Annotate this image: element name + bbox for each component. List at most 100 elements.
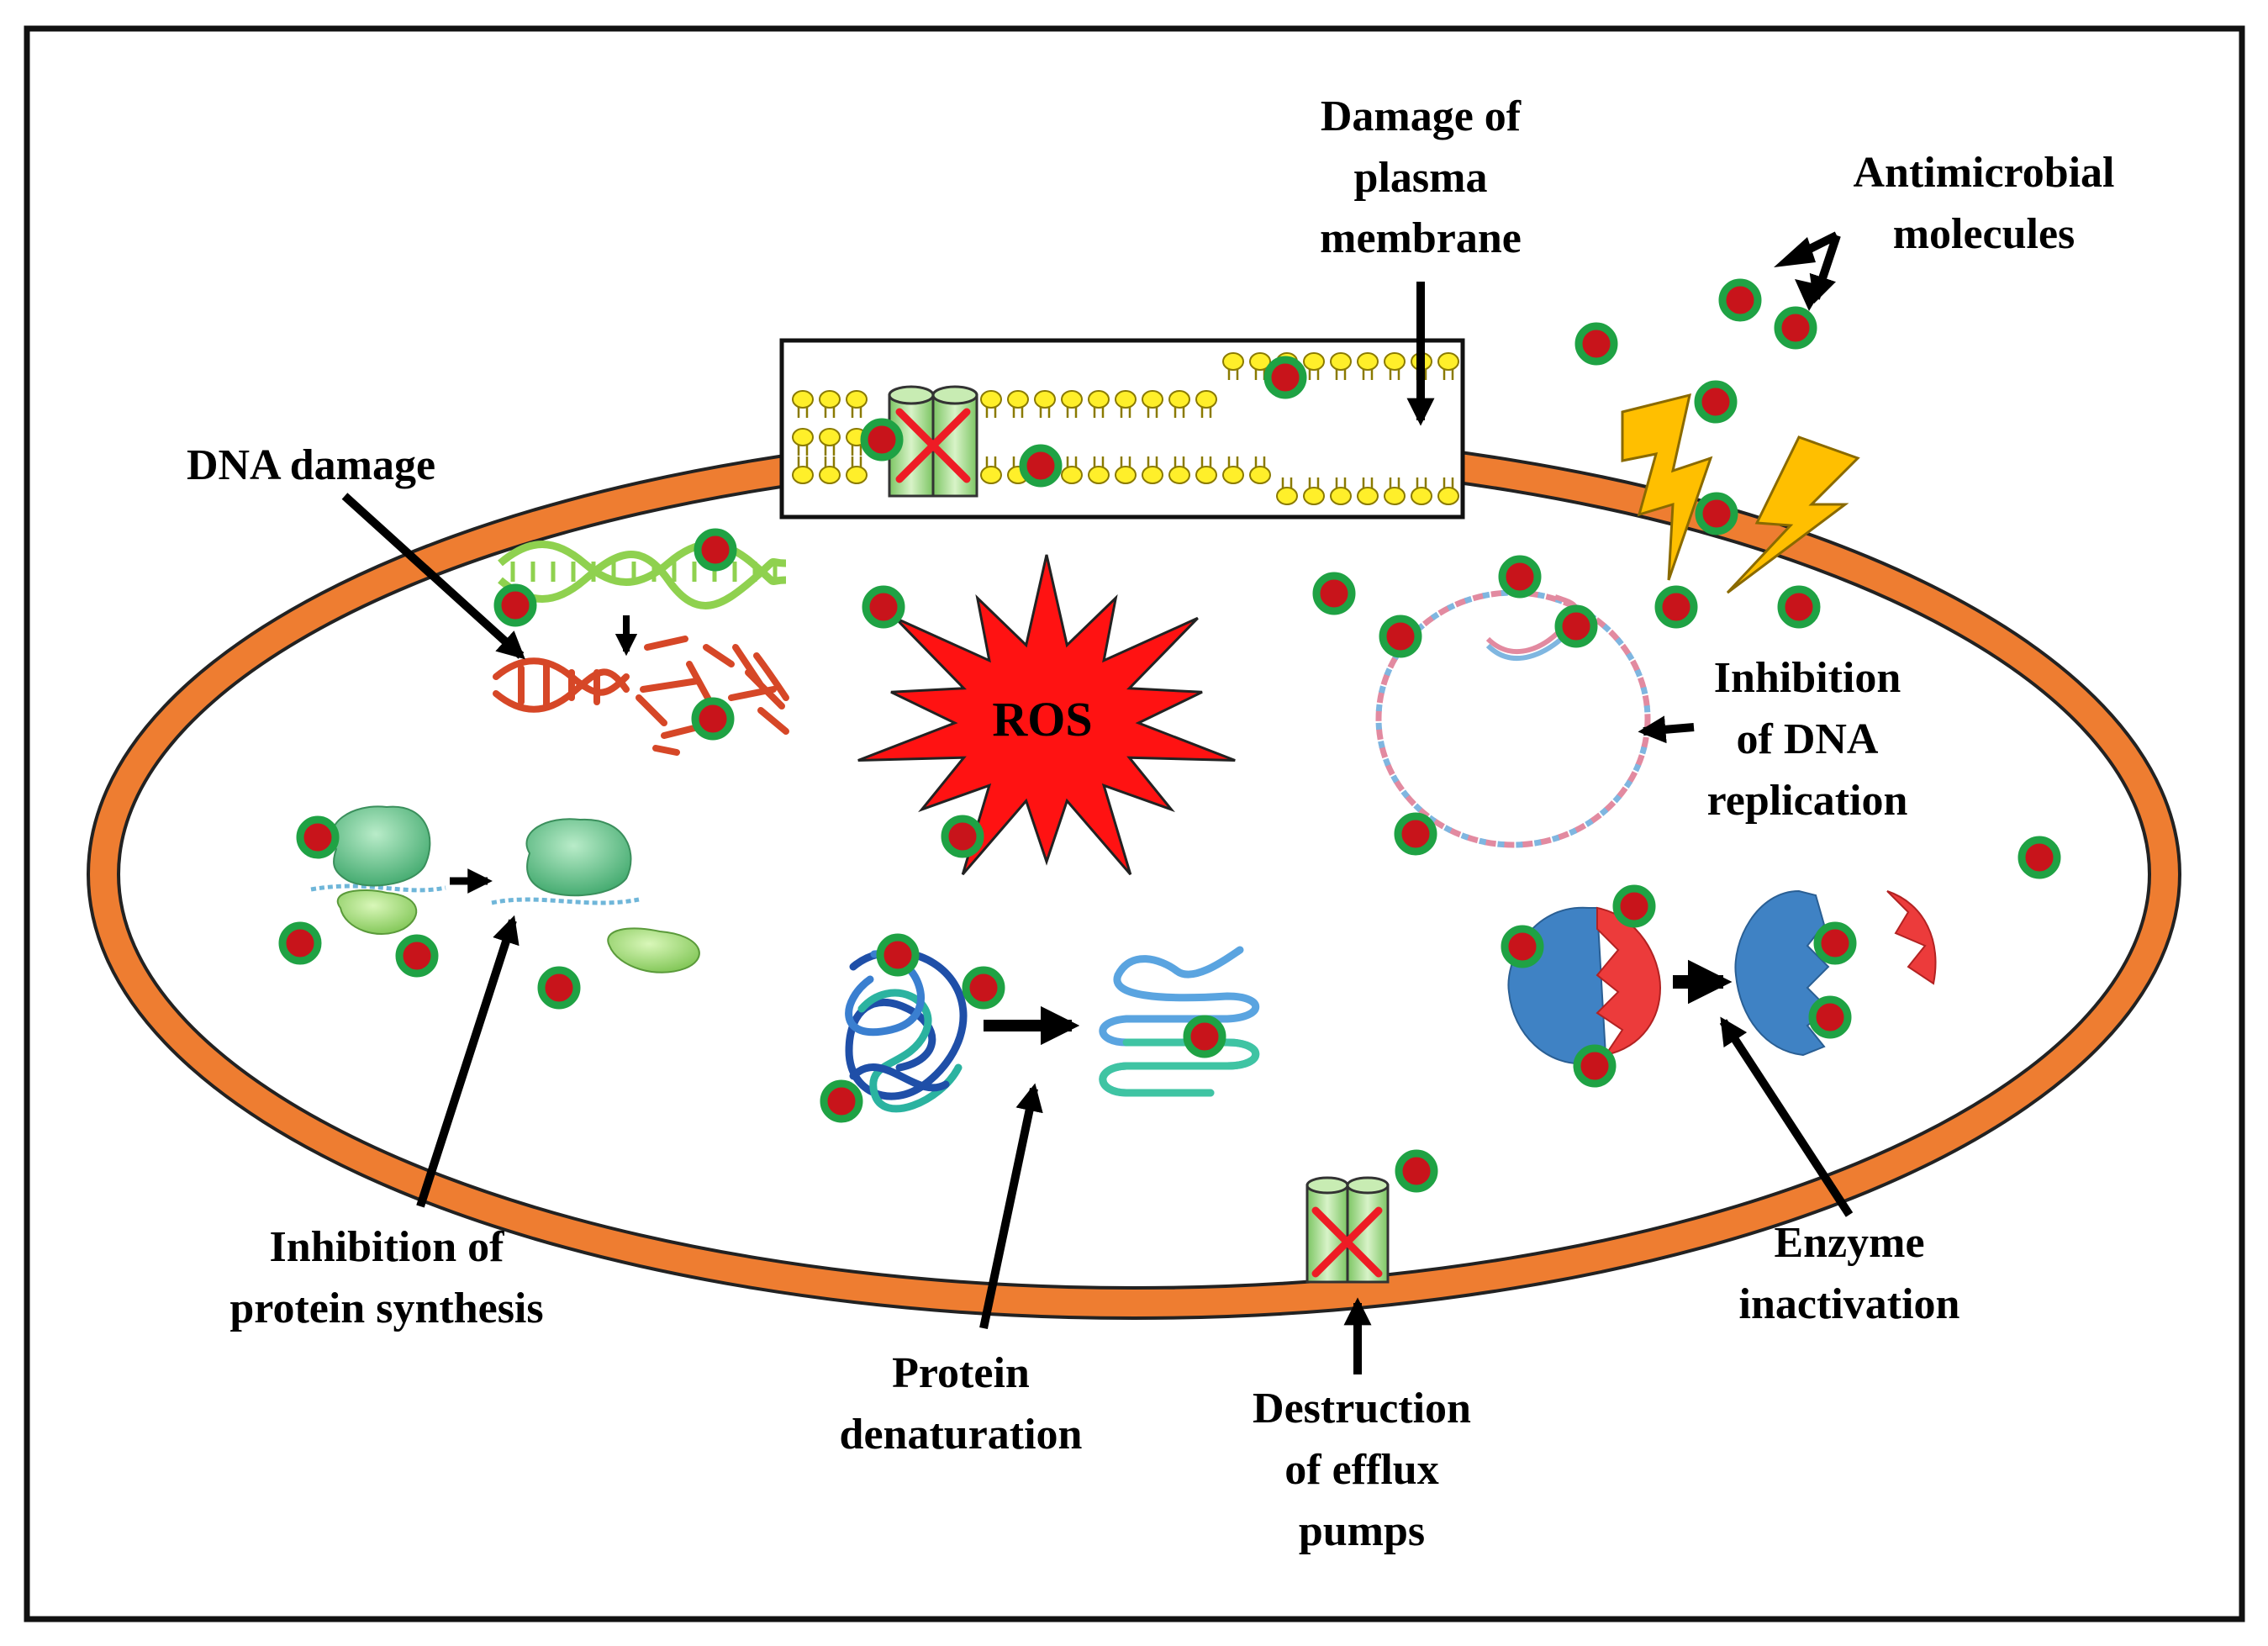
antimicrobial-particle — [1813, 921, 1857, 965]
lipid-head — [1249, 466, 1271, 484]
antimicrobial-particle — [691, 697, 735, 741]
lipid-head — [1115, 466, 1137, 484]
svg-text:molecules: molecules — [1893, 210, 2075, 258]
antimicrobial-particle — [820, 1079, 863, 1123]
lipid-head-row — [792, 352, 1459, 456]
svg-text:plasma: plasma — [1354, 154, 1488, 202]
lipid-head — [1142, 390, 1163, 409]
substrate-released — [1886, 890, 1937, 985]
lipid-head — [980, 466, 1002, 484]
lipid-head — [1437, 487, 1459, 505]
antimicrobial-particle — [1379, 615, 1422, 658]
lipid-head — [1303, 352, 1325, 371]
lipid-head — [792, 428, 814, 446]
lipid-head — [1195, 466, 1217, 484]
antimicrobial-particle — [1574, 322, 1618, 366]
lipid-head — [1357, 487, 1379, 505]
antimicrobial-particle — [1312, 572, 1356, 615]
lipid-head — [980, 390, 1002, 409]
lipid-head — [1330, 487, 1352, 505]
ribosome-dissociated — [491, 818, 700, 973]
lipid-head — [1249, 352, 1271, 371]
arrow-dna-replication — [1638, 715, 1695, 744]
lipid-head — [1384, 487, 1406, 505]
antimicrobial-particle — [296, 815, 340, 859]
antimicrobial-particle — [876, 933, 920, 977]
lipid-head — [1303, 487, 1325, 505]
lipid-head — [1330, 352, 1352, 371]
antimicrobial-particle — [860, 418, 904, 462]
svg-text:membrane: membrane — [1320, 214, 1522, 262]
lipid-head — [846, 466, 868, 484]
lipid-head — [846, 390, 868, 409]
antimicrobial-particle — [1394, 812, 1437, 856]
efflux-pump — [1305, 1176, 1390, 1284]
antimicrobial-particle — [1718, 278, 1762, 322]
antimicrobial-particle — [278, 921, 322, 965]
svg-text:pumps: pumps — [1299, 1507, 1425, 1555]
arrow-denaturation — [979, 1083, 1043, 1330]
lipid-head — [1061, 390, 1083, 409]
svg-text:Antimicrobial: Antimicrobial — [1853, 149, 2114, 197]
lipid-head — [1034, 390, 1056, 409]
membrane-channel — [888, 385, 978, 498]
svg-text:of efflux: of efflux — [1284, 1446, 1438, 1494]
lipid-head — [1195, 390, 1217, 409]
lipid-head — [1357, 352, 1379, 371]
antimicrobial-particle — [1019, 444, 1063, 488]
antimicrobial-particle — [1774, 306, 1817, 350]
lipid-head — [1384, 352, 1406, 371]
label-enzyme: Enzyme inactivation — [1739, 1219, 1960, 1328]
antimicrobial-particle — [1777, 585, 1821, 629]
lipid-head — [819, 390, 841, 409]
antimicrobial-particle — [1183, 1015, 1226, 1058]
lipid-head — [819, 428, 841, 446]
antimicrobial-particle — [1612, 884, 1656, 928]
lipid-head — [1007, 390, 1029, 409]
lipid-head — [1222, 466, 1244, 484]
lipid-head — [1276, 487, 1298, 505]
svg-text:Destruction: Destruction — [1253, 1385, 1471, 1432]
arrow-dna-damage — [341, 493, 525, 660]
lipid-head — [792, 466, 814, 484]
antimicrobial-particle — [1498, 555, 1542, 599]
antimicrobial-particles — [278, 278, 2061, 1193]
antimicrobial-particle — [1694, 380, 1738, 424]
svg-text:protein synthesis: protein synthesis — [229, 1285, 543, 1332]
antimicrobial-particle — [1808, 995, 1852, 1039]
ros-burst: ROS — [857, 554, 1236, 876]
svg-text:Enzyme: Enzyme — [1774, 1219, 1924, 1267]
antimicrobial-particle — [493, 583, 537, 627]
lipid-head — [1437, 352, 1459, 371]
antimicrobial-particle — [1395, 1149, 1438, 1193]
lipid-head — [1088, 390, 1110, 409]
antimicrobial-arrow-heads — [1774, 237, 1824, 311]
figure-frame — [24, 25, 2245, 1622]
lipid-head — [792, 390, 814, 409]
svg-text:DNA damage: DNA damage — [187, 441, 435, 489]
lipid-head — [1142, 466, 1163, 484]
antimicrobial-particle — [862, 585, 905, 629]
lipid-head — [1411, 487, 1432, 505]
label-dna-damage: DNA damage — [187, 441, 435, 489]
protein-folded — [845, 948, 968, 1113]
label-protein-synthesis: Inhibition of protein synthesis — [229, 1223, 543, 1332]
svg-text:replication: replication — [1707, 777, 1908, 825]
lipid-head — [1115, 390, 1137, 409]
antimicrobial-particle — [1501, 925, 1544, 968]
antimicrobial-particle — [1695, 492, 1738, 535]
svg-text:denaturation: denaturation — [840, 1411, 1083, 1459]
label-efflux: Destruction of efflux pumps — [1253, 1385, 1471, 1555]
svg-text:of DNA: of DNA — [1737, 715, 1879, 763]
dna-intact — [498, 541, 787, 609]
blocked-cross-icon — [895, 408, 971, 483]
antimicrobial-particle — [962, 966, 1005, 1010]
ros-label: ROS — [992, 692, 1092, 747]
blocked-cross-icon — [1311, 1206, 1383, 1278]
svg-text:Damage of: Damage of — [1321, 92, 1522, 140]
antimicrobial-particle — [941, 815, 984, 858]
svg-text:inactivation: inactivation — [1739, 1280, 1960, 1328]
antimicrobial-particle — [1654, 585, 1698, 629]
lipid-head — [1168, 466, 1190, 484]
